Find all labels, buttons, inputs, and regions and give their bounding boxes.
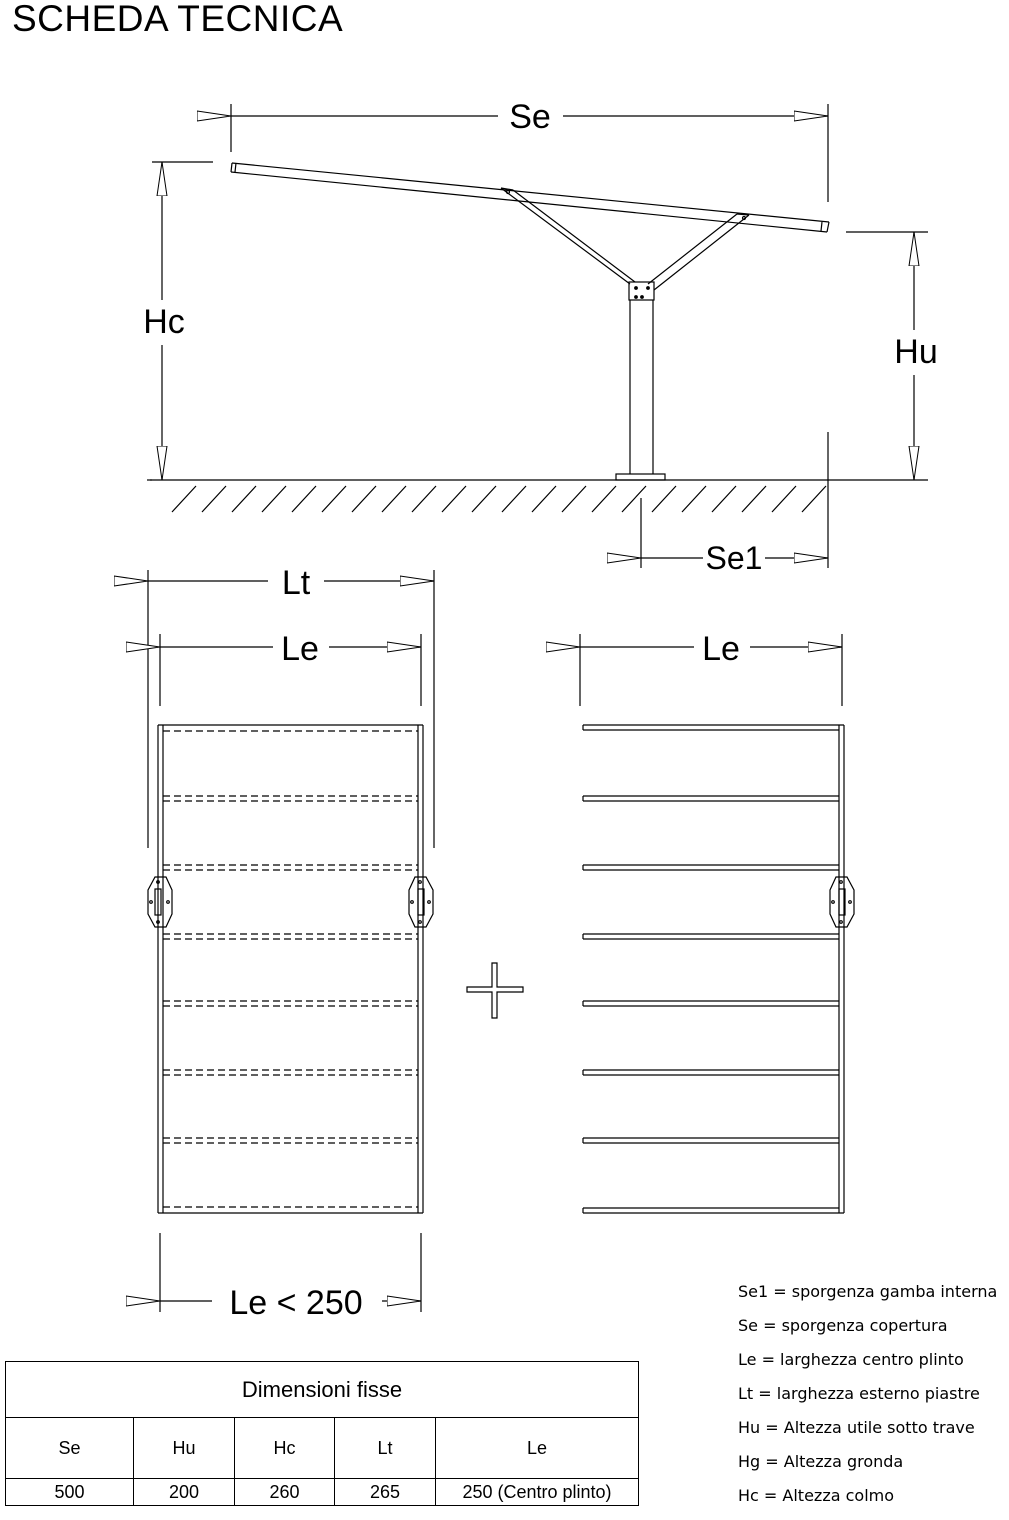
label-hu: Hu bbox=[894, 333, 937, 371]
label-hc: Hc bbox=[143, 303, 185, 341]
legend-item: Hg = Altezza gronda bbox=[738, 1452, 904, 1471]
base-plate-single bbox=[829, 876, 855, 928]
column bbox=[615, 281, 666, 481]
table-header-cell: Se bbox=[5, 1417, 134, 1479]
table-cell: 200 bbox=[133, 1478, 235, 1506]
roof-beam bbox=[230, 162, 830, 233]
dimension-se1 bbox=[641, 432, 829, 568]
table-row: 500 200 260 265 250 (Centro plinto) bbox=[5, 1478, 639, 1506]
dimensions-table: Dimensioni fisse Se Hu Hc Lt Le 500 200 … bbox=[5, 1361, 639, 1506]
legend-item: Lt = larghezza esterno piastre bbox=[738, 1384, 980, 1403]
dimension-le-left bbox=[160, 634, 422, 706]
roof-frame-single bbox=[582, 724, 845, 1214]
table-caption: Dimensioni fisse bbox=[5, 1361, 639, 1418]
label-le-right: Le bbox=[702, 630, 740, 668]
page-title: SCHEDA TECNICA bbox=[12, 0, 344, 39]
table-cell: 250 (Centro plinto) bbox=[435, 1478, 639, 1506]
ground-line bbox=[147, 479, 928, 513]
table-cell: 265 bbox=[334, 1478, 436, 1506]
roof-purlins-dashed bbox=[163, 730, 418, 1208]
base-plate-left bbox=[147, 876, 173, 928]
legend-item: Hu = Altezza utile sotto trave bbox=[738, 1418, 975, 1437]
legend-item: Le = larghezza centro plinto bbox=[738, 1350, 964, 1369]
dimension-le-limit bbox=[160, 1233, 422, 1312]
dimension-lt bbox=[148, 570, 435, 848]
table-cell: 260 bbox=[234, 1478, 335, 1506]
table-header-row: Se Hu Hc Lt Le bbox=[5, 1417, 639, 1479]
label-se: Se bbox=[509, 98, 551, 136]
legend-item: Se = sporgenza copertura bbox=[738, 1316, 948, 1335]
label-lt: Lt bbox=[282, 564, 311, 602]
dimension-se bbox=[231, 104, 829, 202]
label-le-left: Le bbox=[281, 630, 319, 668]
dimension-hc bbox=[152, 161, 213, 480]
table-header-cell: Lt bbox=[334, 1417, 436, 1479]
legend: Se1 = sporgenza gamba interna Se = sporg… bbox=[738, 1282, 1009, 1520]
y-brace bbox=[500, 187, 750, 291]
table-header-cell: Hu bbox=[133, 1417, 235, 1479]
plus-sign bbox=[466, 962, 524, 1019]
label-se1: Se1 bbox=[706, 540, 763, 576]
legend-item: Se1 = sporgenza gamba interna bbox=[738, 1282, 998, 1301]
roof-frame-double bbox=[157, 724, 424, 1214]
plan-view-right: Le bbox=[580, 630, 855, 1214]
table-header-cell: Le bbox=[435, 1417, 639, 1479]
base-plate-right bbox=[408, 876, 434, 928]
dimension-hu bbox=[846, 231, 928, 480]
side-view: Se bbox=[143, 98, 938, 576]
table-cell: 500 bbox=[5, 1478, 134, 1506]
label-le-limit: Le < 250 bbox=[229, 1284, 362, 1322]
table-header-cell: Hc bbox=[234, 1417, 335, 1479]
dimension-le-right bbox=[580, 634, 843, 706]
legend-item: Hc = Altezza colmo bbox=[738, 1486, 895, 1505]
plan-view-left: Lt Le bbox=[147, 564, 435, 1322]
